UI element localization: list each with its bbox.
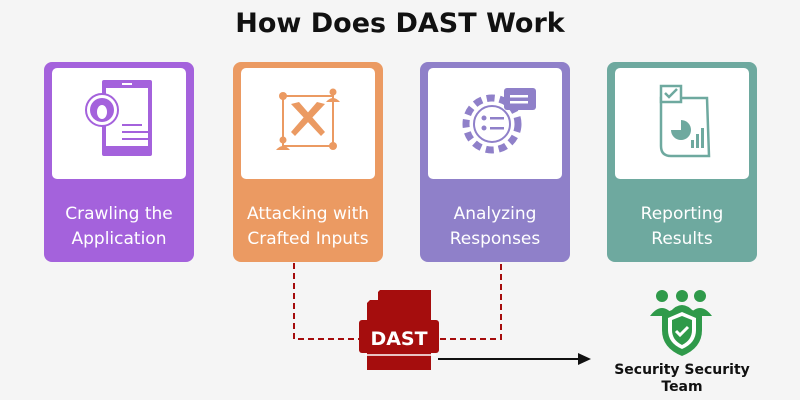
crossed-swords-icon bbox=[276, 88, 340, 150]
arrow-head-icon bbox=[578, 353, 591, 365]
step-label: Reporting bbox=[640, 204, 724, 224]
team-label-line: Team bbox=[661, 379, 703, 395]
dast-file-icon bbox=[359, 290, 439, 370]
gear-message-icon bbox=[462, 88, 536, 154]
dashed-connector-right bbox=[440, 263, 502, 340]
mobile-bug-icon bbox=[85, 80, 152, 156]
step-label: Crawling the bbox=[65, 204, 173, 224]
step-label: Application bbox=[71, 229, 167, 249]
step-label: Analyzing bbox=[453, 204, 537, 224]
dast-label: DAST bbox=[370, 328, 427, 350]
page-title: How Does DAST Work bbox=[235, 8, 565, 39]
dashed-connector-left bbox=[293, 263, 360, 340]
security-team-icon bbox=[650, 290, 712, 356]
step-label: Attacking with bbox=[246, 204, 370, 224]
team-label-line: Security Security bbox=[614, 362, 750, 378]
step-label: Results bbox=[651, 229, 713, 249]
report-chart-icon bbox=[659, 84, 711, 158]
step-label: Crafted Inputs bbox=[247, 229, 369, 249]
step-label: Responses bbox=[449, 229, 541, 249]
